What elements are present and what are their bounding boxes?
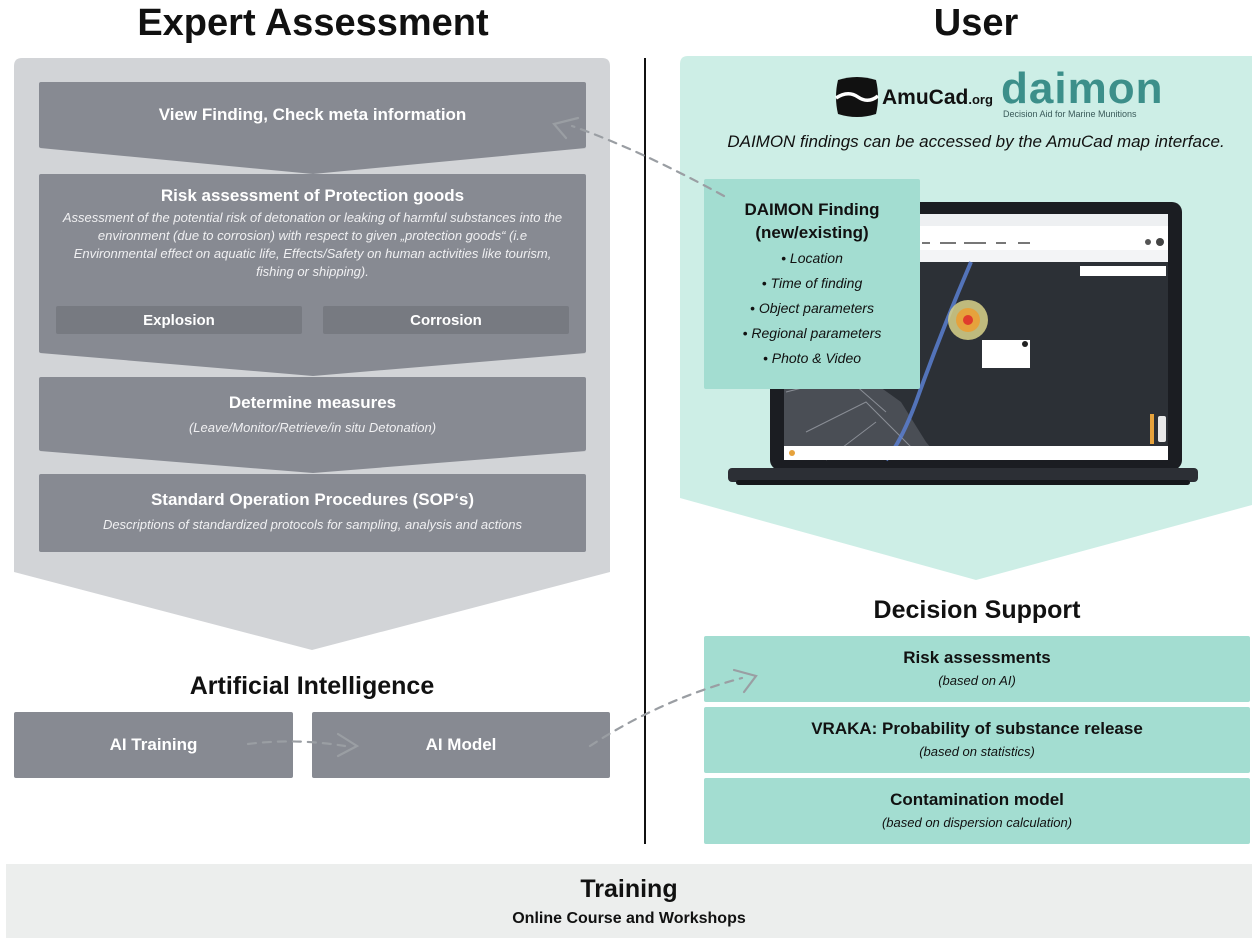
amucad-logo-main: AmuCad bbox=[882, 86, 969, 109]
contamination-model-title: Contamination model bbox=[890, 790, 1064, 809]
determine-measures-title: Determine measures bbox=[228, 393, 397, 412]
ai-training-box: AI Training bbox=[14, 712, 293, 778]
vraka-box: VRAKA: Probability of substance release … bbox=[704, 707, 1250, 773]
ai-model-label: AI Model bbox=[425, 735, 497, 754]
finding-item-object-parameters-label: Object parameters bbox=[758, 300, 874, 316]
view-finding-box: View Finding, Check meta information bbox=[39, 82, 586, 148]
amucad-logo-text: AmuCad.org bbox=[882, 86, 993, 110]
amucad-logo-icon bbox=[835, 77, 880, 117]
daimon-finding-box: DAIMON Finding (new/existing) • Location… bbox=[704, 179, 920, 389]
view-finding-label: View Finding, Check meta information bbox=[158, 105, 467, 124]
ai-model-box: AI Model bbox=[312, 712, 610, 778]
finding-item-location: • Location bbox=[781, 250, 843, 266]
daimon-finding-subtitle: (new/existing) bbox=[755, 223, 869, 242]
vraka-title: VRAKA: Probability of substance release bbox=[811, 719, 1143, 738]
user-heading: User bbox=[933, 2, 1019, 44]
contamination-model-description: (based on dispersion calculation) bbox=[881, 815, 1073, 830]
finding-item-object-parameters: • Object parameters bbox=[750, 300, 874, 316]
risk-assessment-title: Risk assessment of Protection goods bbox=[160, 186, 465, 205]
risk-assessment-description: Assessment of the potential risk of deto… bbox=[62, 210, 563, 279]
training-title: Training bbox=[580, 875, 678, 903]
finding-item-regional-parameters: • Regional parameters bbox=[742, 325, 882, 341]
explosion-button[interactable]: Explosion bbox=[56, 306, 302, 334]
risk-assessments-description: (based on AI) bbox=[938, 673, 1016, 688]
expert-assessment-heading: Expert Assessment bbox=[137, 2, 489, 44]
contamination-model-box: Contamination model (based on dispersion… bbox=[704, 778, 1250, 844]
corrosion-button[interactable]: Corrosion bbox=[323, 306, 569, 334]
finding-item-time: • Time of finding bbox=[761, 275, 863, 291]
risk-assessments-title: Risk assessments bbox=[903, 648, 1051, 667]
daimon-logo-text: daimon bbox=[1001, 64, 1164, 113]
sop-box: Standard Operation Procedures (SOP‘s) De… bbox=[39, 474, 586, 552]
determine-measures-description: (Leave/Monitor/Retrieve/in situ Detonati… bbox=[188, 420, 437, 435]
user-caption: DAIMON findings can be accessed by the A… bbox=[727, 132, 1225, 151]
risk-assessments-box: Risk assessments (based on AI) bbox=[704, 636, 1250, 702]
daimon-finding-title: DAIMON Finding bbox=[744, 200, 880, 219]
center-divider bbox=[644, 58, 646, 844]
daimon-logo-tagline: Decision Aid for Marine Munitions bbox=[1003, 109, 1137, 119]
training-bar: Training Online Course and Workshops bbox=[6, 864, 1252, 938]
finding-item-photo-video: • Photo & Video bbox=[762, 350, 862, 366]
determine-measures-box: Determine measures (Leave/Monitor/Retrie… bbox=[39, 377, 586, 451]
training-subtitle: Online Course and Workshops bbox=[512, 910, 746, 927]
finding-item-photo-video-label: Photo & Video bbox=[771, 350, 862, 366]
vraka-description: (based on statistics) bbox=[919, 744, 1035, 759]
artificial-intelligence-heading: Artificial Intelligence bbox=[189, 672, 435, 700]
finding-item-time-label: Time of finding bbox=[770, 275, 863, 291]
ai-training-label: AI Training bbox=[109, 735, 198, 754]
finding-item-regional-parameters-label: Regional parameters bbox=[751, 325, 882, 341]
sop-title: Standard Operation Procedures (SOP‘s) bbox=[150, 490, 475, 509]
sop-description: Descriptions of standardized protocols f… bbox=[102, 517, 523, 532]
decision-support-heading: Decision Support bbox=[873, 596, 1081, 624]
finding-item-location-label: Location bbox=[789, 250, 843, 266]
amucad-logo-suffix: .org bbox=[968, 92, 993, 107]
